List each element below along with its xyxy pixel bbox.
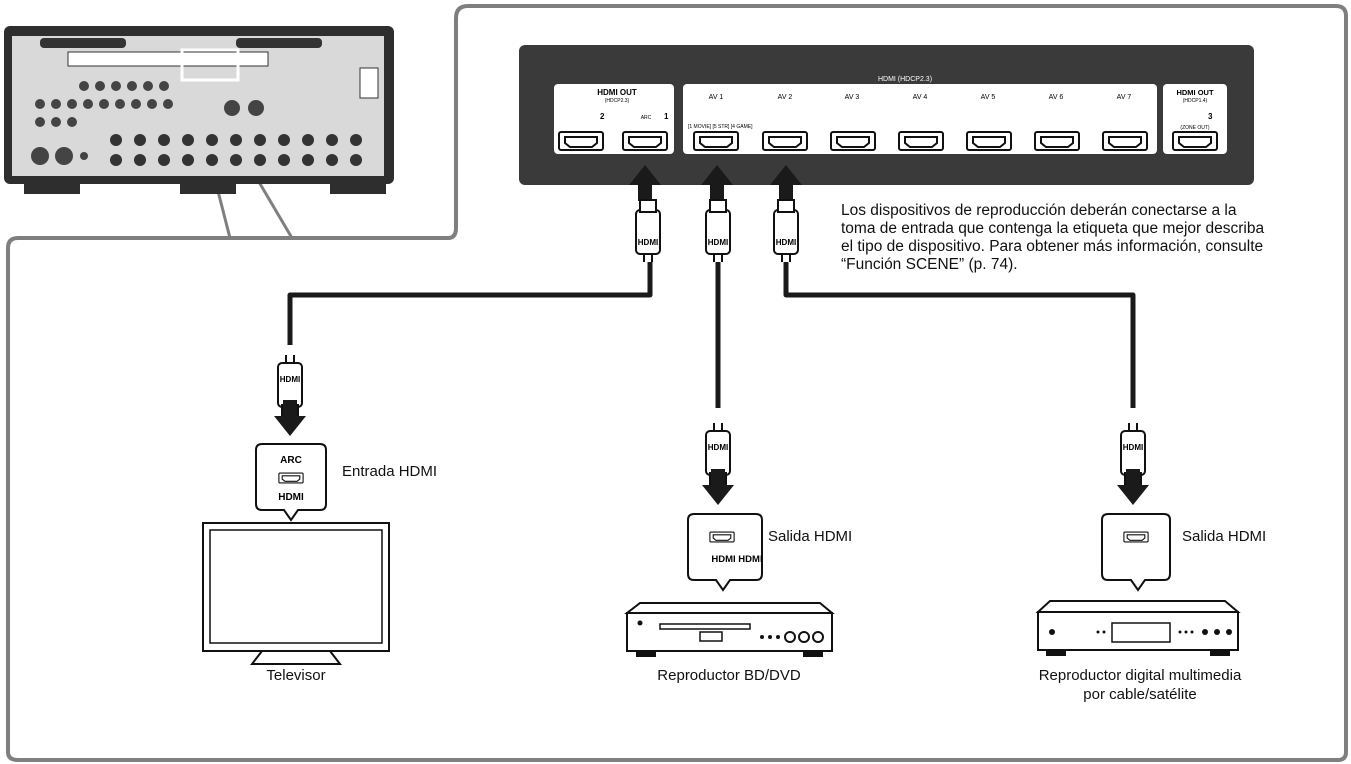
input-av1-label: AV 1 <box>709 94 724 101</box>
television <box>202 522 390 665</box>
hdmi-av7-port <box>1102 131 1148 151</box>
note-line-2: toma de entrada que contenga la etiqueta… <box>841 220 1265 237</box>
hdmi-header-text: HDMI (HDCP2.3) <box>878 76 932 83</box>
port-arc-label: ARC <box>641 115 652 121</box>
receiver-rear-thumbnail <box>4 26 394 194</box>
bd-jack-text: HDMI HDMI <box>711 554 762 565</box>
tv-jack-arc-text: ARC <box>280 455 302 466</box>
cable-label-out1: HDMI <box>638 238 658 247</box>
cable-media <box>783 262 1136 408</box>
input-av7-label: AV 7 <box>1117 94 1132 101</box>
input-scene-tags: [1 MOVIE] [5 STR] [4 GAME] <box>688 124 753 130</box>
input-av6-label: AV 6 <box>1049 94 1064 101</box>
input-av2-label: AV 2 <box>778 94 793 101</box>
tv-jack-hdmi-text: HDMI <box>278 492 304 503</box>
cable-label-av1: HDMI <box>708 238 728 247</box>
cable-tv <box>287 262 653 345</box>
bd-jack-label: Salida HDMI <box>768 528 853 545</box>
cable-label-bd: HDMI <box>708 443 728 452</box>
hdmi-av4-port <box>898 131 944 151</box>
hdmi-out-left-title: HDMI OUT <box>597 88 637 97</box>
hdmi-out-right-sub: (HDCP1.4) <box>1183 98 1208 104</box>
plug-av1 <box>705 199 731 263</box>
hdmi-out-3-port <box>1172 131 1218 151</box>
cables <box>287 262 1136 408</box>
media-device-label-line1: Reproductor digital multimedia <box>1038 667 1242 684</box>
plug-av2 <box>773 199 799 263</box>
note-line-3: el tipo de dispositivo. Para obtener más… <box>841 238 1264 255</box>
hdmi-terminal-panel: HDMI (HDCP2.3) HDMI OUT (HDCP2.3) 2 1 AR… <box>519 45 1254 185</box>
input-av3-label: AV 3 <box>845 94 860 101</box>
media-jack-label: Salida HDMI <box>1182 528 1267 545</box>
media-jack-callout <box>1101 513 1171 592</box>
cable-label-tv: HDMI <box>280 375 300 384</box>
hdmi-out-left-sub: (HDCP2.3) <box>605 98 630 104</box>
port-1-number: 1 <box>664 112 669 121</box>
input-av5-label: AV 5 <box>981 94 996 101</box>
zone-out-label: (ZONE OUT) <box>1180 125 1209 131</box>
hdmi-av2-port <box>762 131 808 151</box>
bd-hdmi-port <box>709 531 735 543</box>
hdmi-av6-port <box>1034 131 1080 151</box>
cable-label-av2: HDMI <box>776 238 796 247</box>
input-av4-label: AV 4 <box>913 94 928 101</box>
port-3-number: 3 <box>1208 112 1213 121</box>
note-line-1: Los dispositivos de reproducción deberán… <box>841 202 1237 219</box>
bd-jack-callout: HDMI HDMI <box>687 513 763 592</box>
media-player <box>1035 600 1241 656</box>
note-line-4: “Función SCENE” (p. 74). <box>841 256 1018 273</box>
tv-jack-label: Entrada HDMI <box>342 463 438 480</box>
hdmi-out-1-port <box>622 131 668 151</box>
media-device-label-line2: por cable/satélite <box>1083 686 1197 703</box>
hdmi-out-right-title: HDMI OUT <box>1176 88 1213 97</box>
hdmi-out-2-port <box>558 131 604 151</box>
connection-note: Los dispositivos de reproducción deberán… <box>841 202 1336 274</box>
tv-hdmi-port <box>278 472 304 484</box>
hdmi-av3-port <box>830 131 876 151</box>
tv-jack-callout: ARC HDMI <box>255 443 327 522</box>
cable-label-media: HDMI <box>1123 443 1143 452</box>
hdmi-av5-port <box>966 131 1012 151</box>
media-hdmi-port <box>1123 531 1149 543</box>
bd-dvd-player <box>624 602 835 657</box>
port-2-number: 2 <box>600 112 605 121</box>
plug-out1 <box>635 199 661 263</box>
tv-device-label: Televisor <box>266 667 326 684</box>
bd-device-label: Reproductor BD/DVD <box>657 667 801 684</box>
hdmi-av1-port <box>693 131 739 151</box>
callout-frame <box>6 4 1348 762</box>
